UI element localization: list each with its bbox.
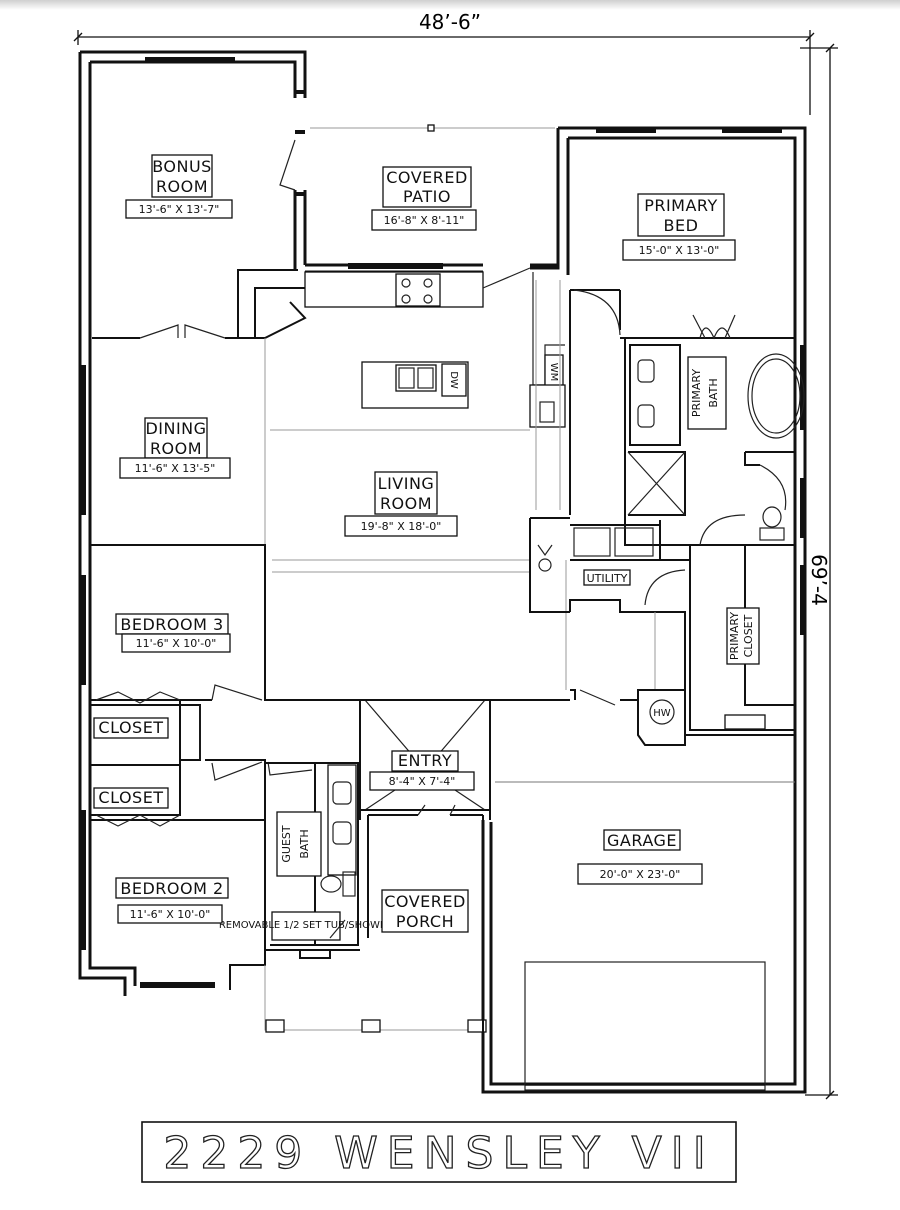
closet-lower: CLOSET xyxy=(93,787,169,809)
wm-label: WM xyxy=(548,363,559,382)
bonus-room-size: 13'-6" X 13'-7" xyxy=(139,203,220,216)
primary-bed-title-2: BED xyxy=(664,216,699,235)
bedroom2-size: 11'-6" X 10'-0" xyxy=(130,908,211,921)
dishwasher-label: DW xyxy=(448,371,459,389)
primary-closet: PRIMARY CLOSET xyxy=(726,607,760,665)
guest-bath-label: GUEST BATH xyxy=(276,811,322,877)
primary-bed: PRIMARY BED 15'-0" X 13'-0" xyxy=(622,193,736,261)
patio-size: 16'-8" X 8'-11" xyxy=(384,214,465,227)
living-title-2: ROOM xyxy=(380,494,432,513)
windows xyxy=(80,57,806,988)
bedroom-3: BEDROOM 3 11'-6" X 10'-0" xyxy=(115,613,231,653)
guest-bath: REMOVABLE 1/2 SET TUB/SHOWER xyxy=(219,762,393,959)
covered-porch: COVERED PORCH xyxy=(381,889,469,933)
utility-title: UTILITY xyxy=(587,572,628,585)
closet-upper: CLOSET xyxy=(93,717,169,739)
primary-suite xyxy=(569,289,805,731)
depth-dimension: 69’-4 xyxy=(807,554,831,606)
primary-bed-title-1: PRIMARY xyxy=(644,196,718,215)
plan-title: 2229 WENSLEY VII xyxy=(163,1128,714,1179)
entry-title: ENTRY xyxy=(398,751,452,770)
bedroom3-size: 11'-6" X 10'-0" xyxy=(136,637,217,650)
porch-posts xyxy=(264,815,487,1035)
bedroom2-title: BEDROOM 2 xyxy=(120,879,223,898)
living-title-1: LIVING xyxy=(378,474,435,493)
depth-dimension-line xyxy=(800,43,838,1100)
top-shadow-bar xyxy=(0,0,900,10)
utility-area: HW xyxy=(529,517,766,746)
garage-title: GARAGE xyxy=(607,831,677,850)
kitchen: DW WM xyxy=(237,267,566,428)
living-guides xyxy=(264,280,567,700)
primary-closet-title-1: PRIMARY xyxy=(728,612,741,660)
primary-bath: PRIMARY BATH xyxy=(687,356,727,430)
garage-label: GARAGE 20'-0" X 23'-0" xyxy=(577,829,703,885)
living-room: LIVING ROOM 19'-8" X 18'-0" xyxy=(344,471,458,537)
closet-upper-title: CLOSET xyxy=(98,718,163,737)
primary-bed-size: 15'-0" X 13'-0" xyxy=(639,244,720,257)
garage-size: 20'-0" X 23'-0" xyxy=(600,868,681,881)
entry-label: ENTRY 8'-4" X 7'-4" xyxy=(369,750,475,791)
guest-bath-title-2: BATH xyxy=(298,829,311,858)
bedroom-2: BEDROOM 2 11'-6" X 10'-0" xyxy=(115,877,229,924)
bedroom3-title: BEDROOM 3 xyxy=(120,615,223,634)
porch-title-2: PORCH xyxy=(396,912,454,931)
dining-title-2: ROOM xyxy=(150,439,202,458)
patio-title-2: PATIO xyxy=(403,187,451,206)
primary-bath-title-1: PRIMARY xyxy=(690,369,703,417)
bonus-room: BONUS ROOM 13'-6" X 13'-7" xyxy=(125,154,233,219)
width-dimension-line xyxy=(73,30,815,115)
dining-size: 11'-6" X 13'-5" xyxy=(135,462,216,475)
primary-closet-title-2: CLOSET xyxy=(742,614,755,657)
patio-title-1: COVERED xyxy=(386,168,468,187)
dining-title-1: DINING xyxy=(145,419,206,438)
bonus-room-title-2: ROOM xyxy=(156,177,208,196)
plan-title-box: 2229 WENSLEY VII xyxy=(141,1121,737,1183)
living-size: 19'-8" X 18'-0" xyxy=(361,520,442,533)
closet-lower-title: CLOSET xyxy=(98,788,163,807)
tub-label: REMOVABLE 1/2 SET TUB/SHOWER xyxy=(219,920,393,931)
guest-bath-title-1: GUEST xyxy=(280,825,293,863)
entry-size: 8'-4" X 7'-4" xyxy=(389,775,456,788)
porch-title-1: COVERED xyxy=(384,892,466,911)
hw-label: HW xyxy=(653,708,671,719)
utility-room: UTILITY xyxy=(583,569,631,586)
garage xyxy=(490,699,795,1091)
width-dimension: 48’-6” xyxy=(419,10,481,34)
dining-room: DINING ROOM 11'-6" X 13'-5" xyxy=(119,417,231,479)
covered-patio: COVERED PATIO 16'-8" X 8'-11" xyxy=(310,124,555,231)
west-interior-walls xyxy=(90,544,360,990)
bonus-room-title-1: BONUS xyxy=(152,157,212,176)
primary-bath-title-2: BATH xyxy=(707,378,720,407)
